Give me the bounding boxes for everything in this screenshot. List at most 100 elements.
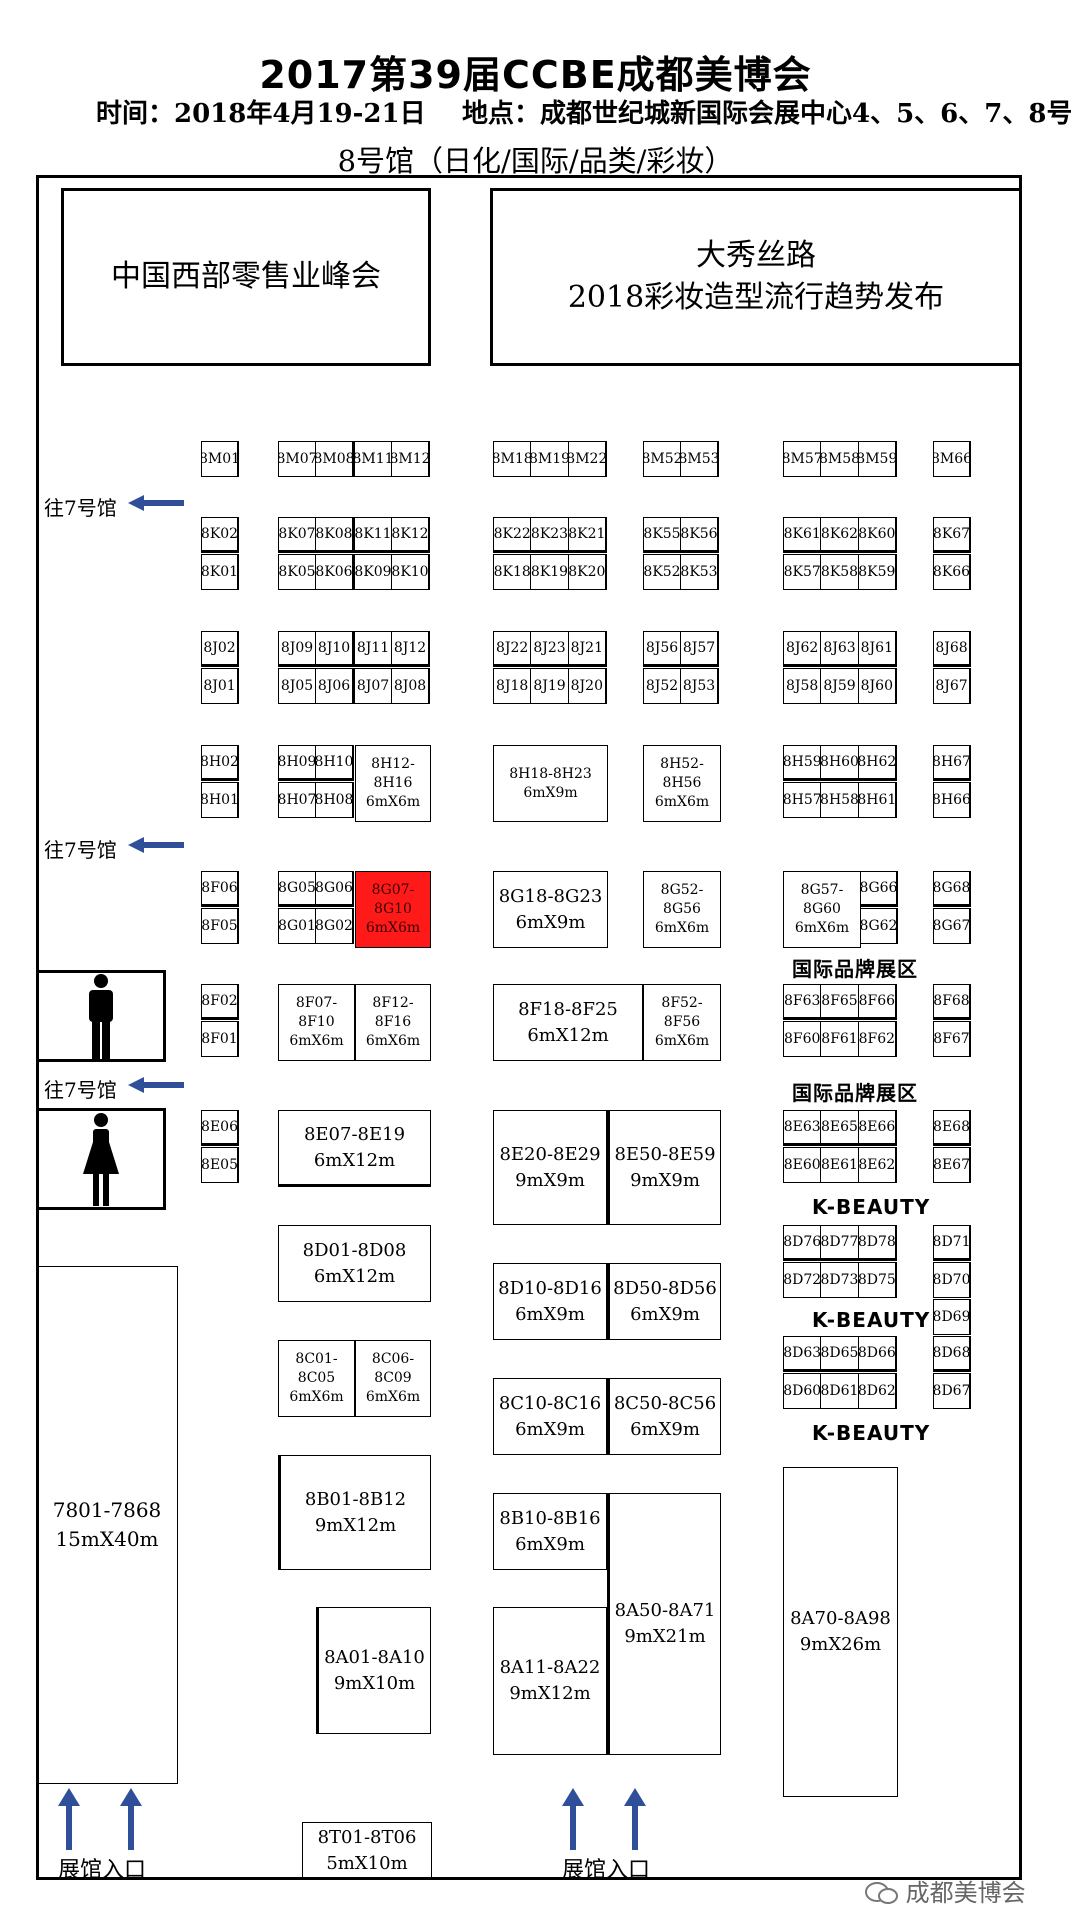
booth-8f65[interactable]: 8F65	[821, 985, 859, 1017]
booth-8j08[interactable]: 8J08	[393, 678, 427, 694]
booth-8k05[interactable]: 8K05	[279, 555, 316, 589]
booth-8j63[interactable]: 8J63	[821, 632, 859, 664]
booth-8j01[interactable]: 8J01	[203, 678, 236, 694]
booth-8k23[interactable]: 8K23	[531, 518, 569, 550]
booth-8m01[interactable]: 8M01	[202, 451, 237, 467]
booth-8e68[interactable]: 8E68	[934, 1119, 969, 1135]
booth-8h59[interactable]: 8H59	[784, 746, 822, 778]
booth-8d72[interactable]: 8D72	[784, 1263, 822, 1297]
booth-8j06[interactable]: 8J06	[316, 669, 355, 703]
booth-8h01[interactable]: 8H01	[202, 792, 237, 808]
booth-8d67[interactable]: 8D67	[934, 1383, 969, 1399]
booth-8g05[interactable]: 8G05	[279, 872, 316, 904]
booth-8m19[interactable]: 8M19	[531, 442, 569, 476]
booth-8f60[interactable]: 8F60	[784, 1022, 822, 1056]
booth-8f61[interactable]: 8F61	[821, 1022, 859, 1056]
booth-8j10[interactable]: 8J10	[316, 632, 355, 664]
booth-8j59[interactable]: 8J59	[821, 669, 859, 703]
booth-8g01[interactable]: 8G01	[279, 909, 316, 943]
booth-8f06[interactable]: 8F06	[202, 880, 237, 896]
booth-8e63[interactable]: 8E63	[784, 1111, 822, 1143]
booth-8e05[interactable]: 8E05	[202, 1157, 237, 1173]
booth-8k19[interactable]: 8K19	[531, 555, 569, 589]
booth-8e66[interactable]: 8E66	[858, 1119, 895, 1135]
booth-8h07[interactable]: 8H07	[279, 783, 316, 817]
booth-8k02[interactable]: 8K02	[202, 526, 237, 542]
booth-8g68[interactable]: 8G68	[934, 880, 969, 896]
booth-8g06[interactable]: 8G06	[316, 880, 352, 896]
booth-8m59[interactable]: 8M59	[858, 451, 895, 467]
booth-8k59[interactable]: 8K59	[858, 564, 895, 580]
booth-8j21[interactable]: 8J21	[570, 640, 603, 656]
booth-8e62[interactable]: 8E62	[858, 1157, 895, 1173]
booth-8j68[interactable]: 8J68	[935, 640, 968, 656]
booth-8f01[interactable]: 8F01	[202, 1031, 237, 1047]
booth-8g66[interactable]: 8G66	[861, 880, 896, 896]
booth-8h61[interactable]: 8H61	[858, 792, 895, 808]
booth-8m52[interactable]: 8M52	[644, 442, 681, 476]
booth-8d75[interactable]: 8D75	[858, 1272, 895, 1288]
booth-8f63[interactable]: 8F63	[784, 985, 822, 1017]
booth-8f67[interactable]: 8F67	[934, 1031, 969, 1047]
booth-8k57[interactable]: 8K57	[784, 555, 822, 589]
booth-8h66[interactable]: 8H66	[934, 792, 969, 808]
booth-8j57[interactable]: 8J57	[682, 640, 716, 656]
booth-8e67[interactable]: 8E67	[934, 1157, 969, 1173]
booth-8g62[interactable]: 8G62	[861, 918, 896, 934]
booth-8d66[interactable]: 8D66	[858, 1345, 895, 1361]
booth-8k08[interactable]: 8K08	[316, 518, 355, 550]
booth-8j52[interactable]: 8J52	[644, 669, 681, 703]
booth-8k09[interactable]: 8K09	[355, 555, 392, 589]
booth-8j60[interactable]: 8J60	[860, 678, 893, 694]
booth-8j56[interactable]: 8J56	[644, 632, 681, 664]
booth-8d60[interactable]: 8D60	[784, 1374, 822, 1408]
booth-8f66[interactable]: 8F66	[858, 993, 895, 1009]
booth-8d63[interactable]: 8D63	[784, 1337, 822, 1369]
booth-8k22[interactable]: 8K22	[494, 518, 532, 550]
booth-8k60[interactable]: 8K60	[858, 526, 895, 542]
booth-8j09[interactable]: 8J09	[279, 632, 316, 664]
booth-8m22[interactable]: 8M22	[568, 451, 605, 467]
booth-8j58[interactable]: 8J58	[784, 669, 822, 703]
booth-8e60[interactable]: 8E60	[784, 1148, 822, 1182]
booth-8k58[interactable]: 8K58	[821, 555, 859, 589]
booth-8j05[interactable]: 8J05	[279, 669, 316, 703]
booth-8m58[interactable]: 8M58	[821, 442, 859, 476]
booth-8d77[interactable]: 8D77	[821, 1226, 859, 1258]
booth-8k61[interactable]: 8K61	[784, 518, 822, 550]
booth-8j02[interactable]: 8J02	[203, 640, 236, 656]
booth-8k56[interactable]: 8K56	[681, 526, 717, 542]
booth-8j18[interactable]: 8J18	[494, 669, 532, 703]
booth-8h67[interactable]: 8H67	[934, 754, 969, 770]
booth-8k66[interactable]: 8K66	[934, 564, 969, 580]
booth-8f05[interactable]: 8F05	[202, 918, 237, 934]
booth-8g67[interactable]: 8G67	[934, 918, 969, 934]
booth-8d62[interactable]: 8D62	[858, 1383, 895, 1399]
booth-8m11[interactable]: 8M11	[355, 442, 392, 476]
booth-8j20[interactable]: 8J20	[570, 678, 603, 694]
booth-8d65[interactable]: 8D65	[821, 1337, 859, 1369]
booth-8d69[interactable]: 8D69	[934, 1309, 969, 1325]
booth-8k20[interactable]: 8K20	[568, 564, 605, 580]
booth-8k11[interactable]: 8K11	[355, 518, 392, 550]
booth-8j22[interactable]: 8J22	[494, 632, 532, 664]
